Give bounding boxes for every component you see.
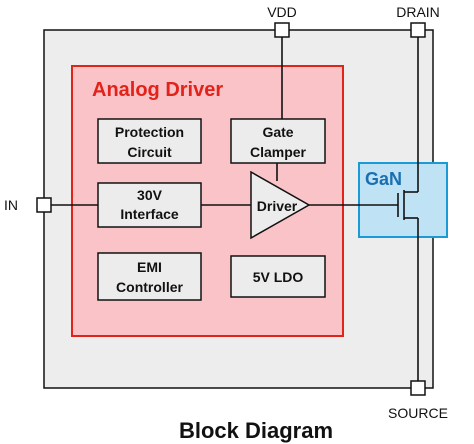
protection-label-line1: Protection bbox=[115, 124, 184, 140]
diagram-caption: Block Diagram bbox=[179, 418, 333, 443]
driver-label: Driver bbox=[257, 198, 298, 214]
protection-circuit-block bbox=[97, 118, 202, 164]
drain-pin bbox=[410, 22, 426, 38]
gan-transistor-icon bbox=[397, 168, 419, 228]
source-label: SOURCE bbox=[388, 405, 448, 421]
source-pin bbox=[410, 380, 426, 396]
emi-label-line1: EMI bbox=[137, 259, 162, 275]
analog-driver-title: Analog Driver bbox=[92, 79, 223, 101]
in-label: IN bbox=[4, 197, 18, 213]
ldo-5v-block bbox=[230, 255, 326, 298]
emi-label-line2: Controller bbox=[116, 279, 183, 295]
protection-label-line2: Circuit bbox=[127, 144, 172, 160]
gate-clamper-block bbox=[230, 118, 326, 164]
wires bbox=[51, 37, 419, 381]
gan-area bbox=[358, 162, 448, 238]
clamper-label-line2: Clamper bbox=[250, 144, 307, 160]
interface-label-line2: Interface bbox=[120, 206, 179, 222]
in-pin bbox=[36, 197, 52, 213]
drain-label: DRAIN bbox=[396, 4, 440, 20]
clamper-label-line1: Gate bbox=[262, 124, 293, 140]
vdd-label: VDD bbox=[267, 4, 297, 20]
interface-label-line1: 30V bbox=[137, 187, 163, 203]
gan-label: GaN bbox=[365, 169, 402, 189]
vdd-pin bbox=[274, 22, 290, 38]
interface-30v-block bbox=[97, 182, 202, 228]
emi-controller-block bbox=[97, 252, 202, 301]
driver-amplifier-icon bbox=[250, 170, 311, 240]
ldo-label: 5V LDO bbox=[253, 269, 304, 285]
